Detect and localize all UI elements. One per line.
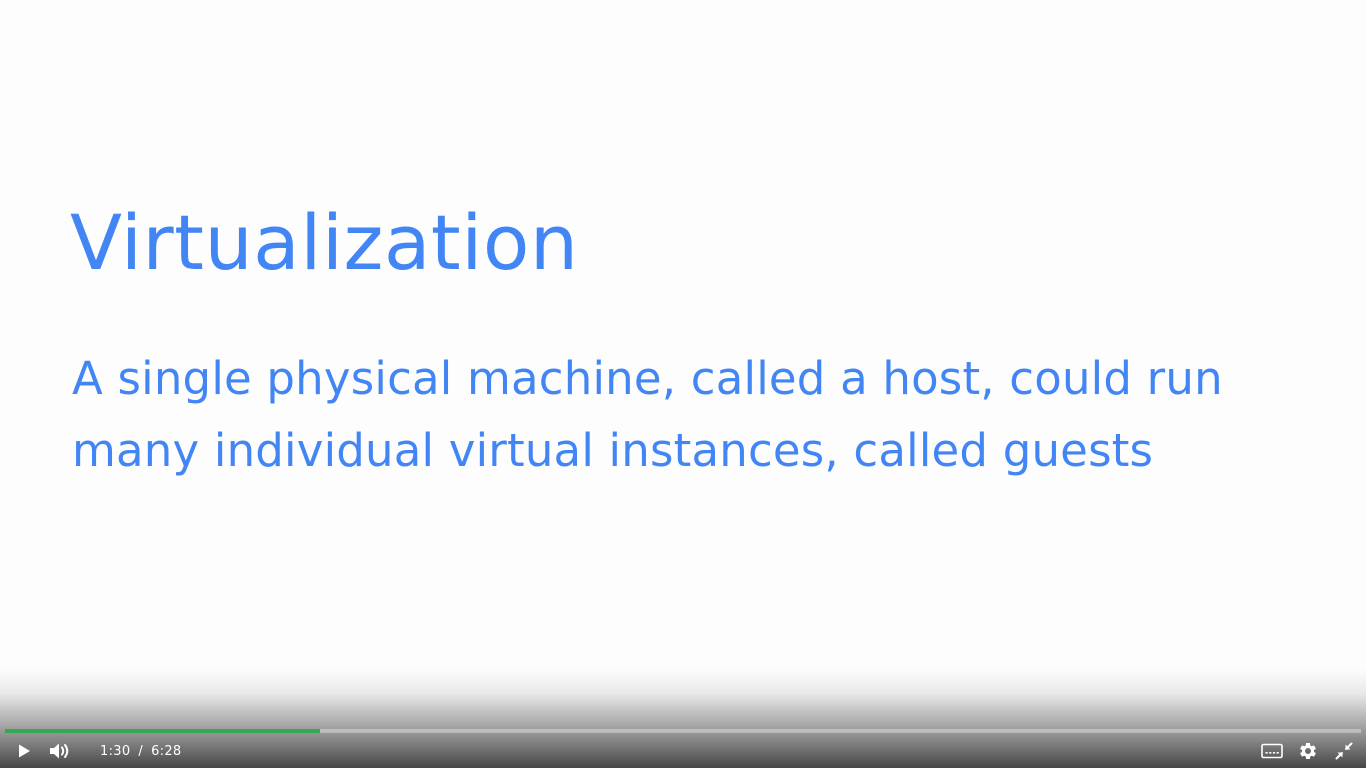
slide-body-text: A single physical machine, called a host… [72,352,1223,477]
play-button[interactable] [6,734,42,768]
captions-icon [1261,743,1283,759]
play-icon [19,744,30,758]
volume-icon [50,743,69,759]
time-separator: / [138,743,144,759]
captions-button[interactable] [1254,734,1290,768]
volume-button[interactable] [42,734,78,768]
exit-fullscreen-icon [1335,742,1353,760]
current-time: 1:30 [100,743,131,759]
slide-title: Virtualization [70,198,579,287]
progress-bar[interactable] [5,729,1361,733]
duration: 6:28 [151,743,182,759]
settings-button[interactable] [1290,734,1326,768]
exit-fullscreen-button[interactable] [1326,734,1362,768]
player-controls: 1:30 / 6:28 [0,734,1366,768]
controls-overlay [0,668,1366,768]
gear-icon [1300,743,1316,759]
time-display: 1:30 / 6:28 [100,744,182,759]
progress-played [5,729,320,733]
